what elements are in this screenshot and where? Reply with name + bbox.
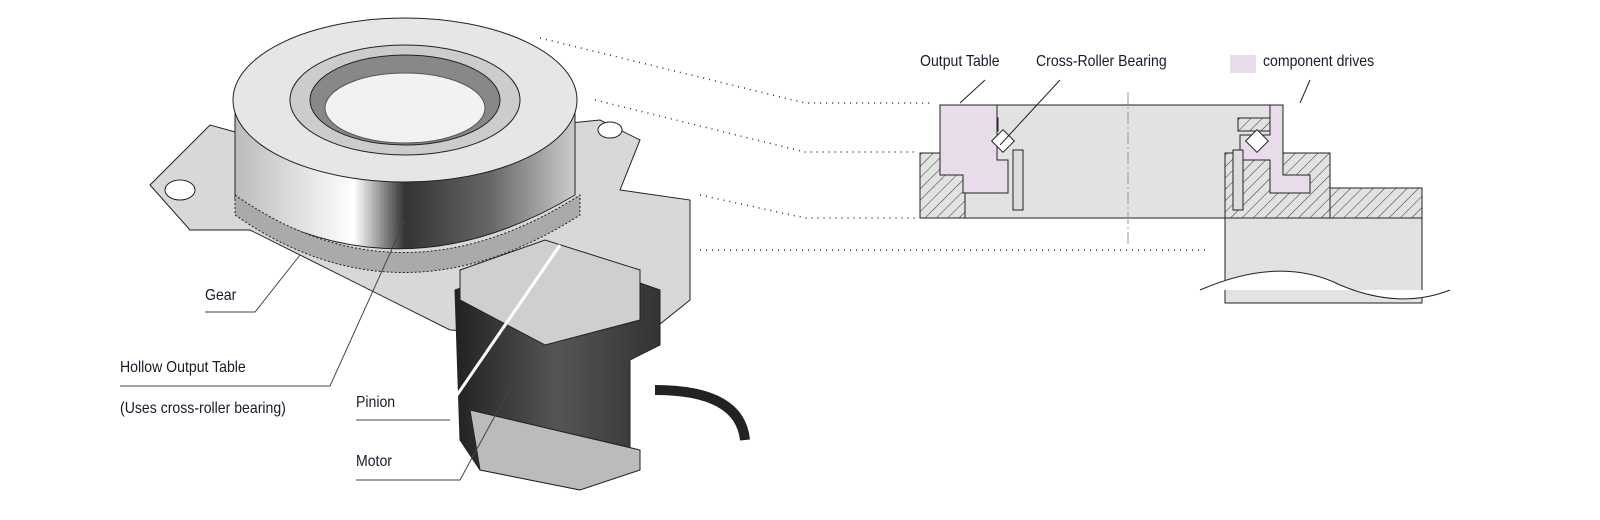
actuator-illustration	[149, 17, 750, 491]
cross-section-drawing	[919, 79, 1451, 304]
label-motor: Motor	[356, 453, 392, 470]
label-gear: Gear	[205, 287, 237, 304]
label-cross-roller-bearing: Cross-Roller Bearing	[1036, 53, 1167, 70]
label-output-table: Output Table	[920, 53, 1000, 70]
label-hollow-output-table: Hollow Output Table	[120, 359, 246, 376]
projection-lines	[539, 37, 1205, 251]
leader-lines	[120, 219, 521, 481]
legend-swatch	[1230, 55, 1256, 73]
legend-label: component drives	[1263, 53, 1375, 70]
label-pinion: Pinion	[356, 394, 396, 411]
label-hollow-output-table-note: (Uses cross-roller bearing)	[120, 400, 286, 417]
